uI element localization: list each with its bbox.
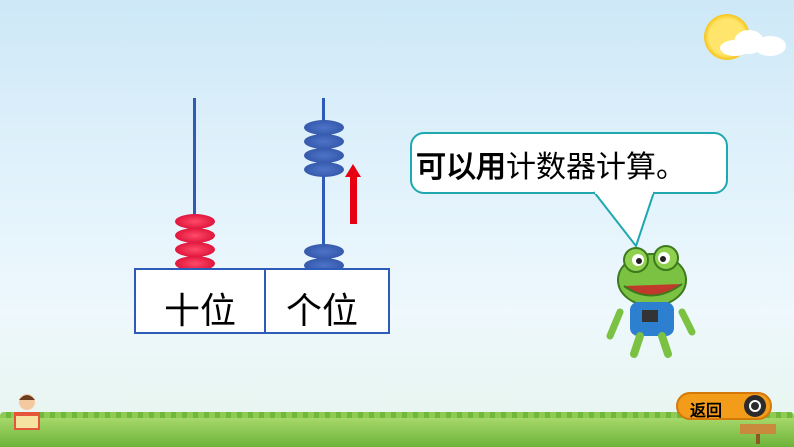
reading-kid-icon xyxy=(14,394,40,430)
ground xyxy=(0,418,794,447)
place-value-table xyxy=(134,268,390,334)
up-arrow-icon xyxy=(345,164,361,177)
speech-bubble xyxy=(410,132,728,194)
ones-bead xyxy=(304,134,344,149)
speech-text: 可以用计数器计算。 xyxy=(416,142,686,186)
ones-bead xyxy=(304,120,344,135)
grass-strip xyxy=(0,412,794,422)
ones-label: 个位 xyxy=(286,291,359,332)
ones-bead xyxy=(304,162,344,177)
tens-label: 十位 xyxy=(164,291,237,332)
tens-rod xyxy=(193,98,196,270)
place-value-divider xyxy=(264,268,266,334)
back-button[interactable]: 返回 xyxy=(676,392,772,420)
back-button-label: 返回 xyxy=(690,401,723,420)
speech-emphasis: 可以用 xyxy=(416,150,506,185)
tens-bead xyxy=(175,228,215,243)
frog-mascot xyxy=(606,245,696,358)
cloud-icon xyxy=(720,30,786,56)
ones-bead xyxy=(304,244,344,259)
tens-bead xyxy=(175,256,215,271)
back-icon xyxy=(744,395,766,417)
ones-rod xyxy=(322,98,325,270)
tens-bead xyxy=(175,242,215,257)
signpost-icon xyxy=(740,424,776,444)
up-arrow-shaft xyxy=(350,176,357,224)
speech-bubble-tail xyxy=(593,190,655,249)
speech-rest: 计数器计算。 xyxy=(506,150,686,185)
tens-bead xyxy=(175,214,215,229)
ones-bead xyxy=(304,148,344,163)
